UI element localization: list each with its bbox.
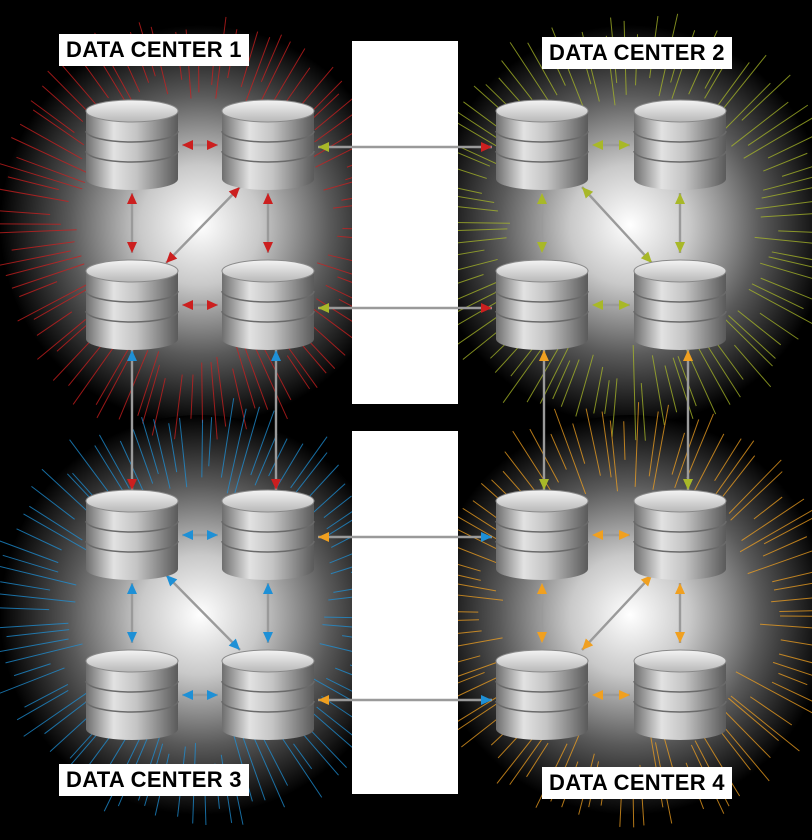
link-dc3-right: [263, 583, 273, 643]
link-dc2-dc4-left: [539, 350, 549, 490]
link-dc1-bottom: [182, 300, 218, 310]
link-dc2-top: [592, 140, 630, 150]
ray-layer: [0, 13, 812, 828]
database-stack-icon-dc4-3: [495, 649, 589, 741]
link-dc1-dc3-right: [271, 350, 281, 490]
database-stack-icon-dc1-3: [85, 259, 179, 351]
database-stack-icon-dc2-2: [633, 99, 727, 191]
link-dc1-right: [263, 193, 273, 253]
link-dc1-dc2-top: [318, 142, 492, 152]
link-dc1-diagonal: [165, 186, 241, 264]
database-stack-icon-dc2-4: [633, 259, 727, 351]
database-stack-icon-dc3-4: [221, 649, 315, 741]
database-stack-icon-dc4-2: [633, 489, 727, 581]
data-center-4-label: DATA CENTER 4: [542, 767, 732, 799]
link-dc1-dc3-left: [127, 350, 137, 490]
glow-dc3: [0, 415, 400, 815]
link-layer: [127, 140, 693, 705]
database-stack-icon-dc2-3: [495, 259, 589, 351]
link-dc2-bottom: [592, 300, 630, 310]
glow-dc1: [0, 25, 400, 425]
link-dc1-top: [182, 140, 218, 150]
link-dc2-diagonal: [581, 186, 653, 264]
database-stack-icon-dc1-1: [85, 99, 179, 191]
database-stack-icon-dc3-3: [85, 649, 179, 741]
link-dc3-dc4-bottom: [318, 695, 492, 705]
database-stack-icon-dc4-1: [495, 489, 589, 581]
data-center-2-label: DATA CENTER 2: [542, 37, 732, 69]
database-stack-icon-dc1-2: [221, 99, 315, 191]
link-dc3-dc4-top: [318, 532, 492, 542]
link-dc3-top: [182, 530, 218, 540]
database-stack-icon-dc3-1: [85, 489, 179, 581]
data-center-1-label: DATA CENTER 1: [59, 34, 249, 66]
link-dc3-diagonal: [165, 574, 241, 651]
link-dc4-top: [592, 530, 630, 540]
rays-dc3: [0, 398, 411, 826]
link-dc4-diagonal: [581, 574, 653, 651]
rays-dc4: [413, 402, 812, 828]
database-stack-icon-dc1-4: [221, 259, 315, 351]
link-dc2-dc4-right: [683, 350, 693, 490]
link-dc2-right: [675, 193, 685, 253]
link-dc2-left: [537, 193, 547, 253]
link-dc1-left: [127, 193, 137, 253]
glow-dc4: [430, 415, 812, 815]
glow-dc2: [430, 25, 812, 425]
database-stack-icon-dc4-4: [633, 649, 727, 741]
link-dc4-left: [537, 583, 547, 643]
link-dc3-left: [127, 583, 137, 643]
link-dc4-bottom: [592, 690, 630, 700]
divider-panel-top: [352, 41, 458, 404]
database-stack-icon-dc2-1: [495, 99, 589, 191]
data-center-3-label: DATA CENTER 3: [59, 764, 249, 796]
rays-dc2: [426, 13, 812, 441]
link-dc4-right: [675, 583, 685, 643]
link-dc3-bottom: [182, 690, 218, 700]
link-dc1-dc2-bottom: [318, 303, 492, 313]
database-stack-icon-dc3-2: [221, 489, 315, 581]
divider-panel-bottom: [352, 431, 458, 794]
